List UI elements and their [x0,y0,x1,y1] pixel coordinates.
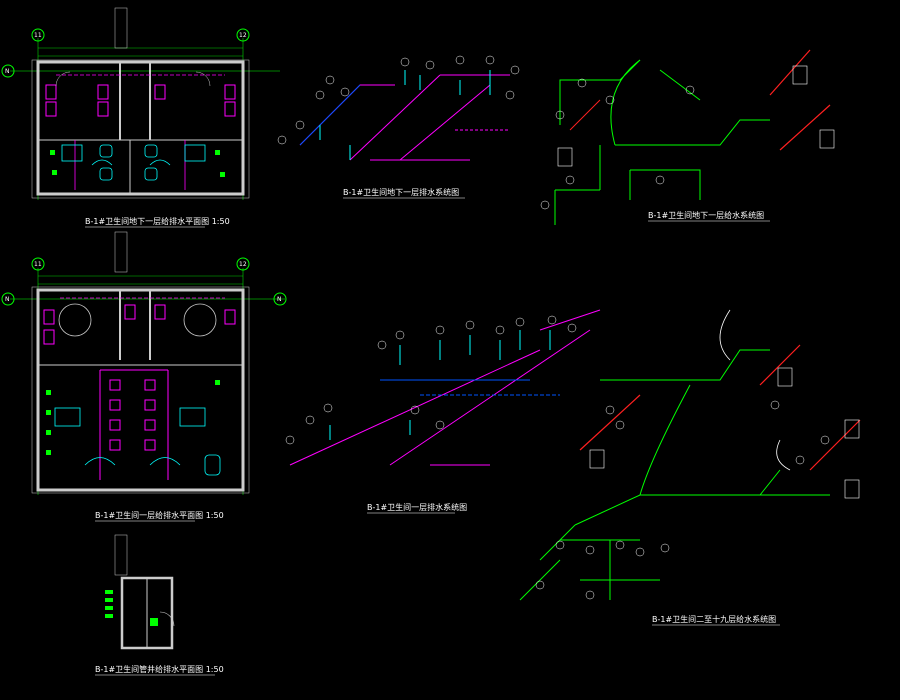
axis-label: 12 [239,261,247,268]
axis-bubble-n [1,292,15,306]
iso-supply-upper-floors: B-1#卫生间二至十九层给水系统图 [519,309,861,626]
plan-3-title: B-1#卫生间管井给排水平面图 1:50 [95,664,224,674]
iso-supply-basement: B-1#卫生间地下一层给水系统图 [540,49,835,225]
axis-label: 11 [34,261,42,268]
iso-drain-first-floor: B-1#卫生间一层排水系统图 [285,309,601,514]
iso-supply-b1-title: B-1#卫生间地下一层给水系统图 [648,210,764,220]
plan-1-basement: 11 12 N [1,7,280,228]
axis-label: N [5,68,10,75]
iso-drain-basement: B-1#卫生间地下一层排水系统图 [277,55,520,199]
iso-drain-1f-title: B-1#卫生间一层排水系统图 [367,502,467,512]
iso-supply-2-19-title: B-1#卫生间二至十九层给水系统图 [652,614,776,624]
plan-1-title: B-1#卫生间地下一层给排水平面图 1:50 [85,216,230,226]
axis-label: N [277,296,282,303]
axis-bubble-11 [31,28,45,42]
axis-bubble-11 [31,257,45,271]
plan-2-title: B-1#卫生间一层给排水平面图 1:50 [95,510,224,520]
axis-label: N [5,296,10,303]
axis-bubble-12 [236,257,250,271]
axis-label: 11 [34,32,42,39]
iso-drain-b1-title: B-1#卫生间地下一层排水系统图 [343,187,459,197]
plan-2-first-floor: 11 12 N N [1,231,287,522]
axis-label: 12 [239,32,247,39]
axis-bubble-12 [236,28,250,42]
plan-3-pipe-shaft: B-1#卫生间管井给排水平面图 1:50 [95,534,224,676]
axis-bubble-n [273,292,287,306]
axis-bubble-n [1,64,15,78]
